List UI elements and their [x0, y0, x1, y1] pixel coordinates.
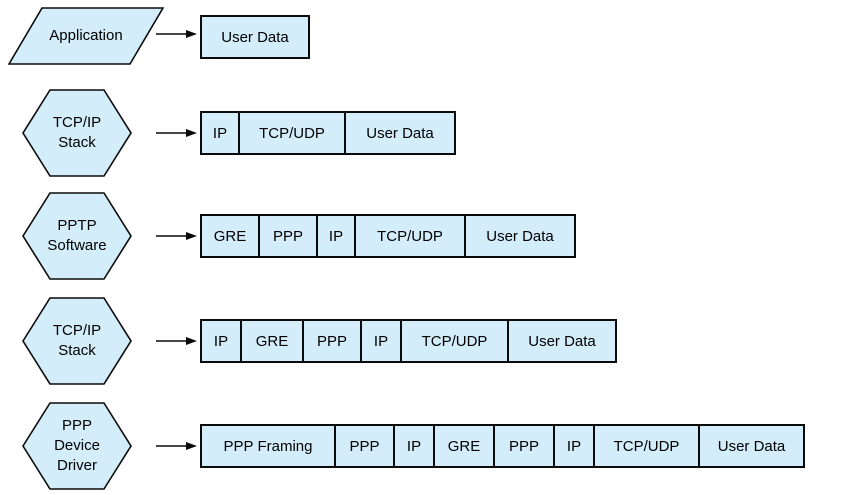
- packet-box-label: User Data: [366, 124, 434, 142]
- packet-box-label: IP: [328, 227, 344, 245]
- arrow-right-icon: [156, 232, 197, 240]
- packet-box: IP: [200, 319, 242, 363]
- packet-boxes: User Data: [200, 15, 310, 59]
- packet-box-label: PPP Framing: [223, 437, 313, 455]
- packet-box: User Data: [200, 15, 310, 59]
- packet-box: TCP/UDP: [354, 214, 466, 258]
- packet-box: GRE: [240, 319, 304, 363]
- packet-box-label: TCP/UDP: [421, 332, 488, 350]
- packet-box: IP: [553, 424, 595, 468]
- arrow-right-icon: [156, 129, 197, 137]
- packet-box-label: PPP: [272, 227, 303, 245]
- packet-box: User Data: [464, 214, 576, 258]
- packet-box-label: GRE: [213, 227, 247, 245]
- packet-box: User Data: [698, 424, 805, 468]
- packet-box-label: User Data: [717, 437, 786, 455]
- packet-box-label: TCP/UDP: [613, 437, 680, 455]
- packet-box: PPP: [258, 214, 318, 258]
- packet-box-label: IP: [212, 124, 228, 142]
- packet-boxes: PPP Framing PPP IP GRE PPP IP TCP/UDP Us…: [200, 424, 805, 468]
- packet-box-label: IP: [406, 437, 422, 455]
- packet-box: GRE: [433, 424, 495, 468]
- arrow-right-icon: [156, 337, 197, 345]
- hexagon-shape: [22, 402, 132, 490]
- packet-box-label: PPP: [508, 437, 539, 455]
- packet-boxes: GRE PPP IP TCP/UDP User Data: [200, 214, 576, 258]
- packet-box: IP: [393, 424, 435, 468]
- packet-box-label: TCP/UDP: [259, 124, 325, 142]
- packet-box: PPP Framing: [200, 424, 336, 468]
- packet-box-label: PPP: [349, 437, 380, 455]
- parallelogram-shape: [8, 7, 164, 65]
- packet-box: IP: [316, 214, 356, 258]
- packet-box: TCP/UDP: [400, 319, 509, 363]
- packet-box: PPP: [493, 424, 555, 468]
- arrow-right-icon: [156, 442, 197, 450]
- packet-box: TCP/UDP: [238, 111, 346, 155]
- packet-box-label: TCP/UDP: [377, 227, 443, 245]
- packet-box: PPP: [334, 424, 395, 468]
- packet-box: GRE: [200, 214, 260, 258]
- packet-box-label: PPP: [316, 332, 347, 350]
- packet-box: User Data: [507, 319, 617, 363]
- packet-box: TCP/UDP: [593, 424, 700, 468]
- packet-box-label: IP: [213, 332, 229, 350]
- packet-box: User Data: [344, 111, 456, 155]
- packet-box: IP: [200, 111, 240, 155]
- packet-box-label: IP: [566, 437, 582, 455]
- packet-box: IP: [360, 319, 402, 363]
- packet-box-label: User Data: [528, 332, 596, 350]
- packet-box-label: User Data: [486, 227, 554, 245]
- packet-boxes: IP TCP/UDP User Data: [200, 111, 456, 155]
- hexagon-shape: [22, 89, 132, 177]
- packet-box-label: GRE: [255, 332, 289, 350]
- packet-box-label: User Data: [221, 28, 289, 46]
- packet-box-label: GRE: [447, 437, 481, 455]
- arrow-right-icon: [156, 30, 197, 38]
- packet-box: PPP: [302, 319, 362, 363]
- packet-box-label: IP: [373, 332, 389, 350]
- hexagon-shape: [22, 297, 132, 385]
- packet-boxes: IP GRE PPP IP TCP/UDP User Data: [200, 319, 617, 363]
- hexagon-shape: [22, 192, 132, 280]
